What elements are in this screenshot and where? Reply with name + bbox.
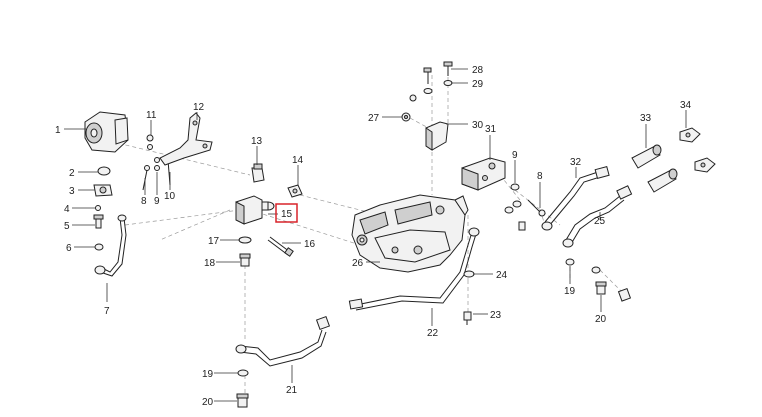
callout-20-right[interactable]: 20 [595,314,607,325]
callout-4[interactable]: 4 [64,204,70,215]
callout-14[interactable]: 14 [292,155,304,166]
callout-7[interactable]: 7 [104,306,110,317]
part-23-bolt [463,311,472,325]
callout-27[interactable]: 27 [368,113,380,124]
highlight-box-part-15 [275,203,298,223]
part-28-bolt [423,61,453,84]
callout-12[interactable]: 12 [193,102,205,113]
part-2-washer [97,166,111,176]
callout-13[interactable]: 13 [251,136,263,147]
part-21-pipe [235,315,331,367]
part-27-nut [401,112,411,122]
part-4-washer [95,205,101,211]
part-33-quick-coupler [631,144,678,193]
callout-25[interactable]: 25 [594,216,606,227]
part-7-pipe [94,214,127,277]
callout-28[interactable]: 28 [472,65,484,76]
part-25-hose [562,185,633,248]
callout-19-left[interactable]: 19 [202,369,214,380]
part-8-bolt-right [518,199,546,231]
part-12-bracket [159,112,213,166]
callout-15[interactable]: 15 [281,209,293,220]
part-1-hydraulic-pump [84,111,129,153]
callout-8-left[interactable]: 8 [141,196,147,207]
callout-26[interactable]: 26 [352,258,364,269]
callout-2[interactable]: 2 [69,168,75,179]
callout-3[interactable]: 3 [69,186,75,197]
callout-29[interactable]: 29 [472,79,484,90]
callout-labels: 1 2 3 4 5 6 7 8 9 10 11 12 13 14 15 16 1… [55,65,692,408]
callout-5[interactable]: 5 [64,221,70,232]
part-29-washer [409,80,453,102]
part-32-hose [541,165,610,231]
part-15-solenoid-valve [235,195,275,225]
part-17-oring [238,236,252,244]
part-34-dust-cap [679,127,716,173]
callout-34[interactable]: 34 [680,100,692,111]
part-26-control-valve-body [351,194,469,273]
callout-32[interactable]: 32 [570,157,582,168]
part-31-valve-section [461,157,506,191]
part-8-bolt [142,165,150,191]
callout-8-right[interactable]: 8 [537,171,543,182]
part-6-oring [94,243,104,251]
callout-22[interactable]: 22 [427,328,439,339]
part-13-elbow-fitting [251,163,265,183]
part-20-adapter-left [236,393,249,408]
part-9-oring-right [504,183,522,214]
callout-30[interactable]: 30 [472,120,484,131]
callout-23[interactable]: 23 [490,310,502,321]
callout-11[interactable]: 11 [146,110,157,121]
callout-18[interactable]: 18 [204,258,216,269]
part-30-bracket [425,121,449,151]
callout-33[interactable]: 33 [640,113,652,124]
part-24-oring [463,270,475,278]
callout-9-right[interactable]: 9 [512,150,518,161]
callout-9-left[interactable]: 9 [154,196,160,207]
callout-17[interactable]: 17 [208,236,220,247]
callout-6[interactable]: 6 [66,243,72,254]
callout-19-right[interactable]: 19 [564,286,576,297]
part-20-adapter-right [595,281,632,302]
part-14-fitting [287,184,303,198]
part-19-oring-right [565,258,601,274]
callout-1[interactable]: 1 [55,125,61,136]
callout-24[interactable]: 24 [496,270,508,281]
part-18-adapter [239,253,251,267]
part-9-washer [154,157,160,171]
part-5-bolt [93,214,104,229]
part-16-bolt [267,236,294,257]
callout-31[interactable]: 31 [485,124,497,135]
callout-20-left[interactable]: 20 [202,397,214,408]
callout-16[interactable]: 16 [304,239,316,250]
callout-10[interactable]: 10 [164,191,176,202]
callout-21[interactable]: 21 [286,385,298,396]
part-3-fitting [93,184,113,197]
part-11-nut [146,134,154,150]
part-19-oring-left [237,369,249,377]
part-22-pipe [348,227,480,311]
